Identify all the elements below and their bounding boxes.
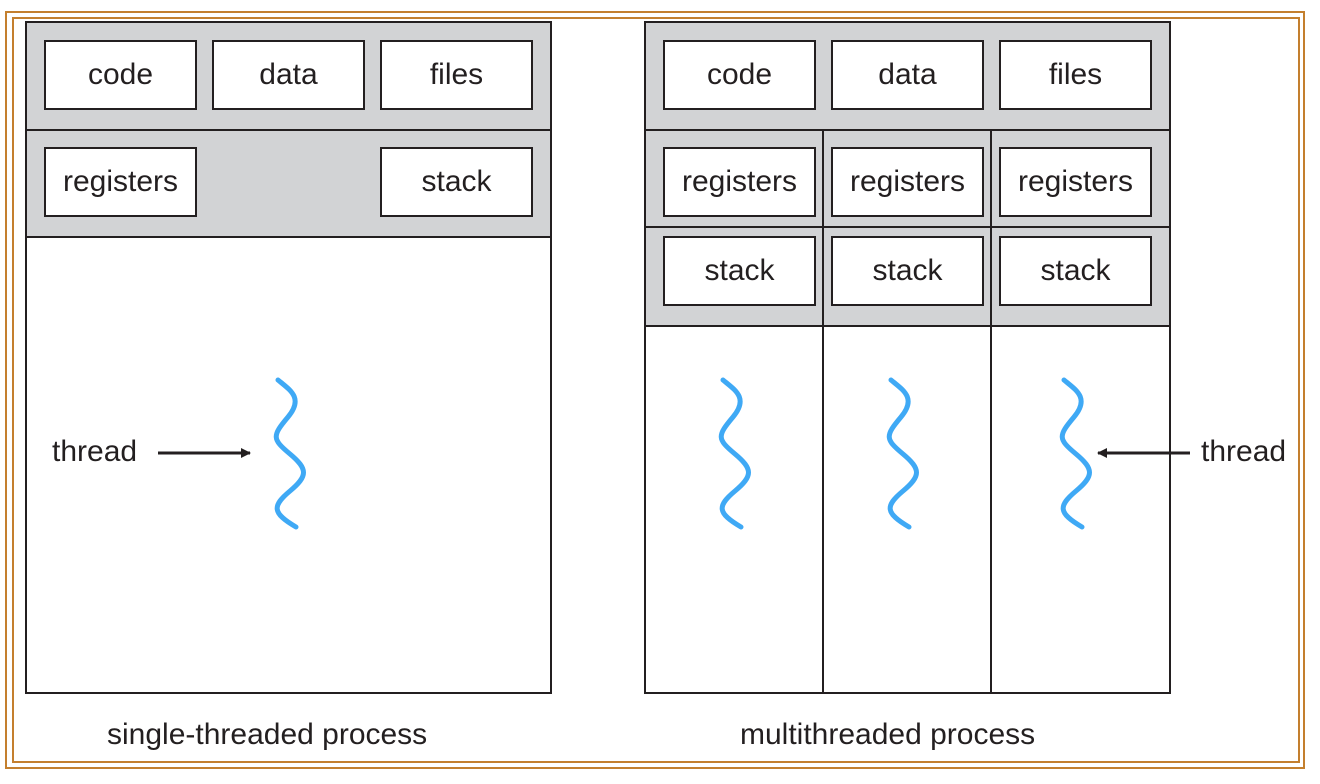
multi-thread-squiggle-icon-3 (1062, 380, 1089, 527)
multi-column-divider-1 (822, 129, 824, 694)
single-data-box: data (212, 40, 365, 110)
single-caption: single-threaded process (107, 718, 428, 751)
multi-thread-label: thread (1201, 435, 1287, 468)
multi-registers-box-3: registers (999, 147, 1152, 217)
single-code-box: code (44, 40, 197, 110)
multi-caption: multithreaded process (740, 718, 1036, 751)
multi-divider-3 (646, 325, 1169, 327)
single-divider-2 (27, 236, 550, 238)
multi-registers-box-1: registers (663, 147, 816, 217)
single-registers-box: registers (44, 147, 197, 217)
single-divider-1 (27, 129, 550, 131)
single-stack-box: stack (380, 147, 533, 217)
single-thread-squiggle-icon (276, 380, 303, 527)
multi-registers-box-2: registers (831, 147, 984, 217)
multi-column-divider-2 (990, 129, 992, 694)
outer-frame (5, 11, 1305, 769)
multi-stack-box-3: stack (999, 236, 1152, 306)
multi-divider-2 (646, 226, 1169, 228)
multi-divider-1 (646, 129, 1169, 131)
multi-code-box: code (663, 40, 816, 110)
multi-thread-squiggle-icon-1 (721, 380, 748, 527)
multi-data-box: data (831, 40, 984, 110)
multi-stack-box-2: stack (831, 236, 984, 306)
multi-thread-squiggle-icon-2 (889, 380, 916, 527)
single-thread-label: thread (52, 435, 138, 468)
single-files-box: files (380, 40, 533, 110)
multi-stack-box-1: stack (663, 236, 816, 306)
multi-files-box: files (999, 40, 1152, 110)
inner-frame (12, 17, 1300, 763)
